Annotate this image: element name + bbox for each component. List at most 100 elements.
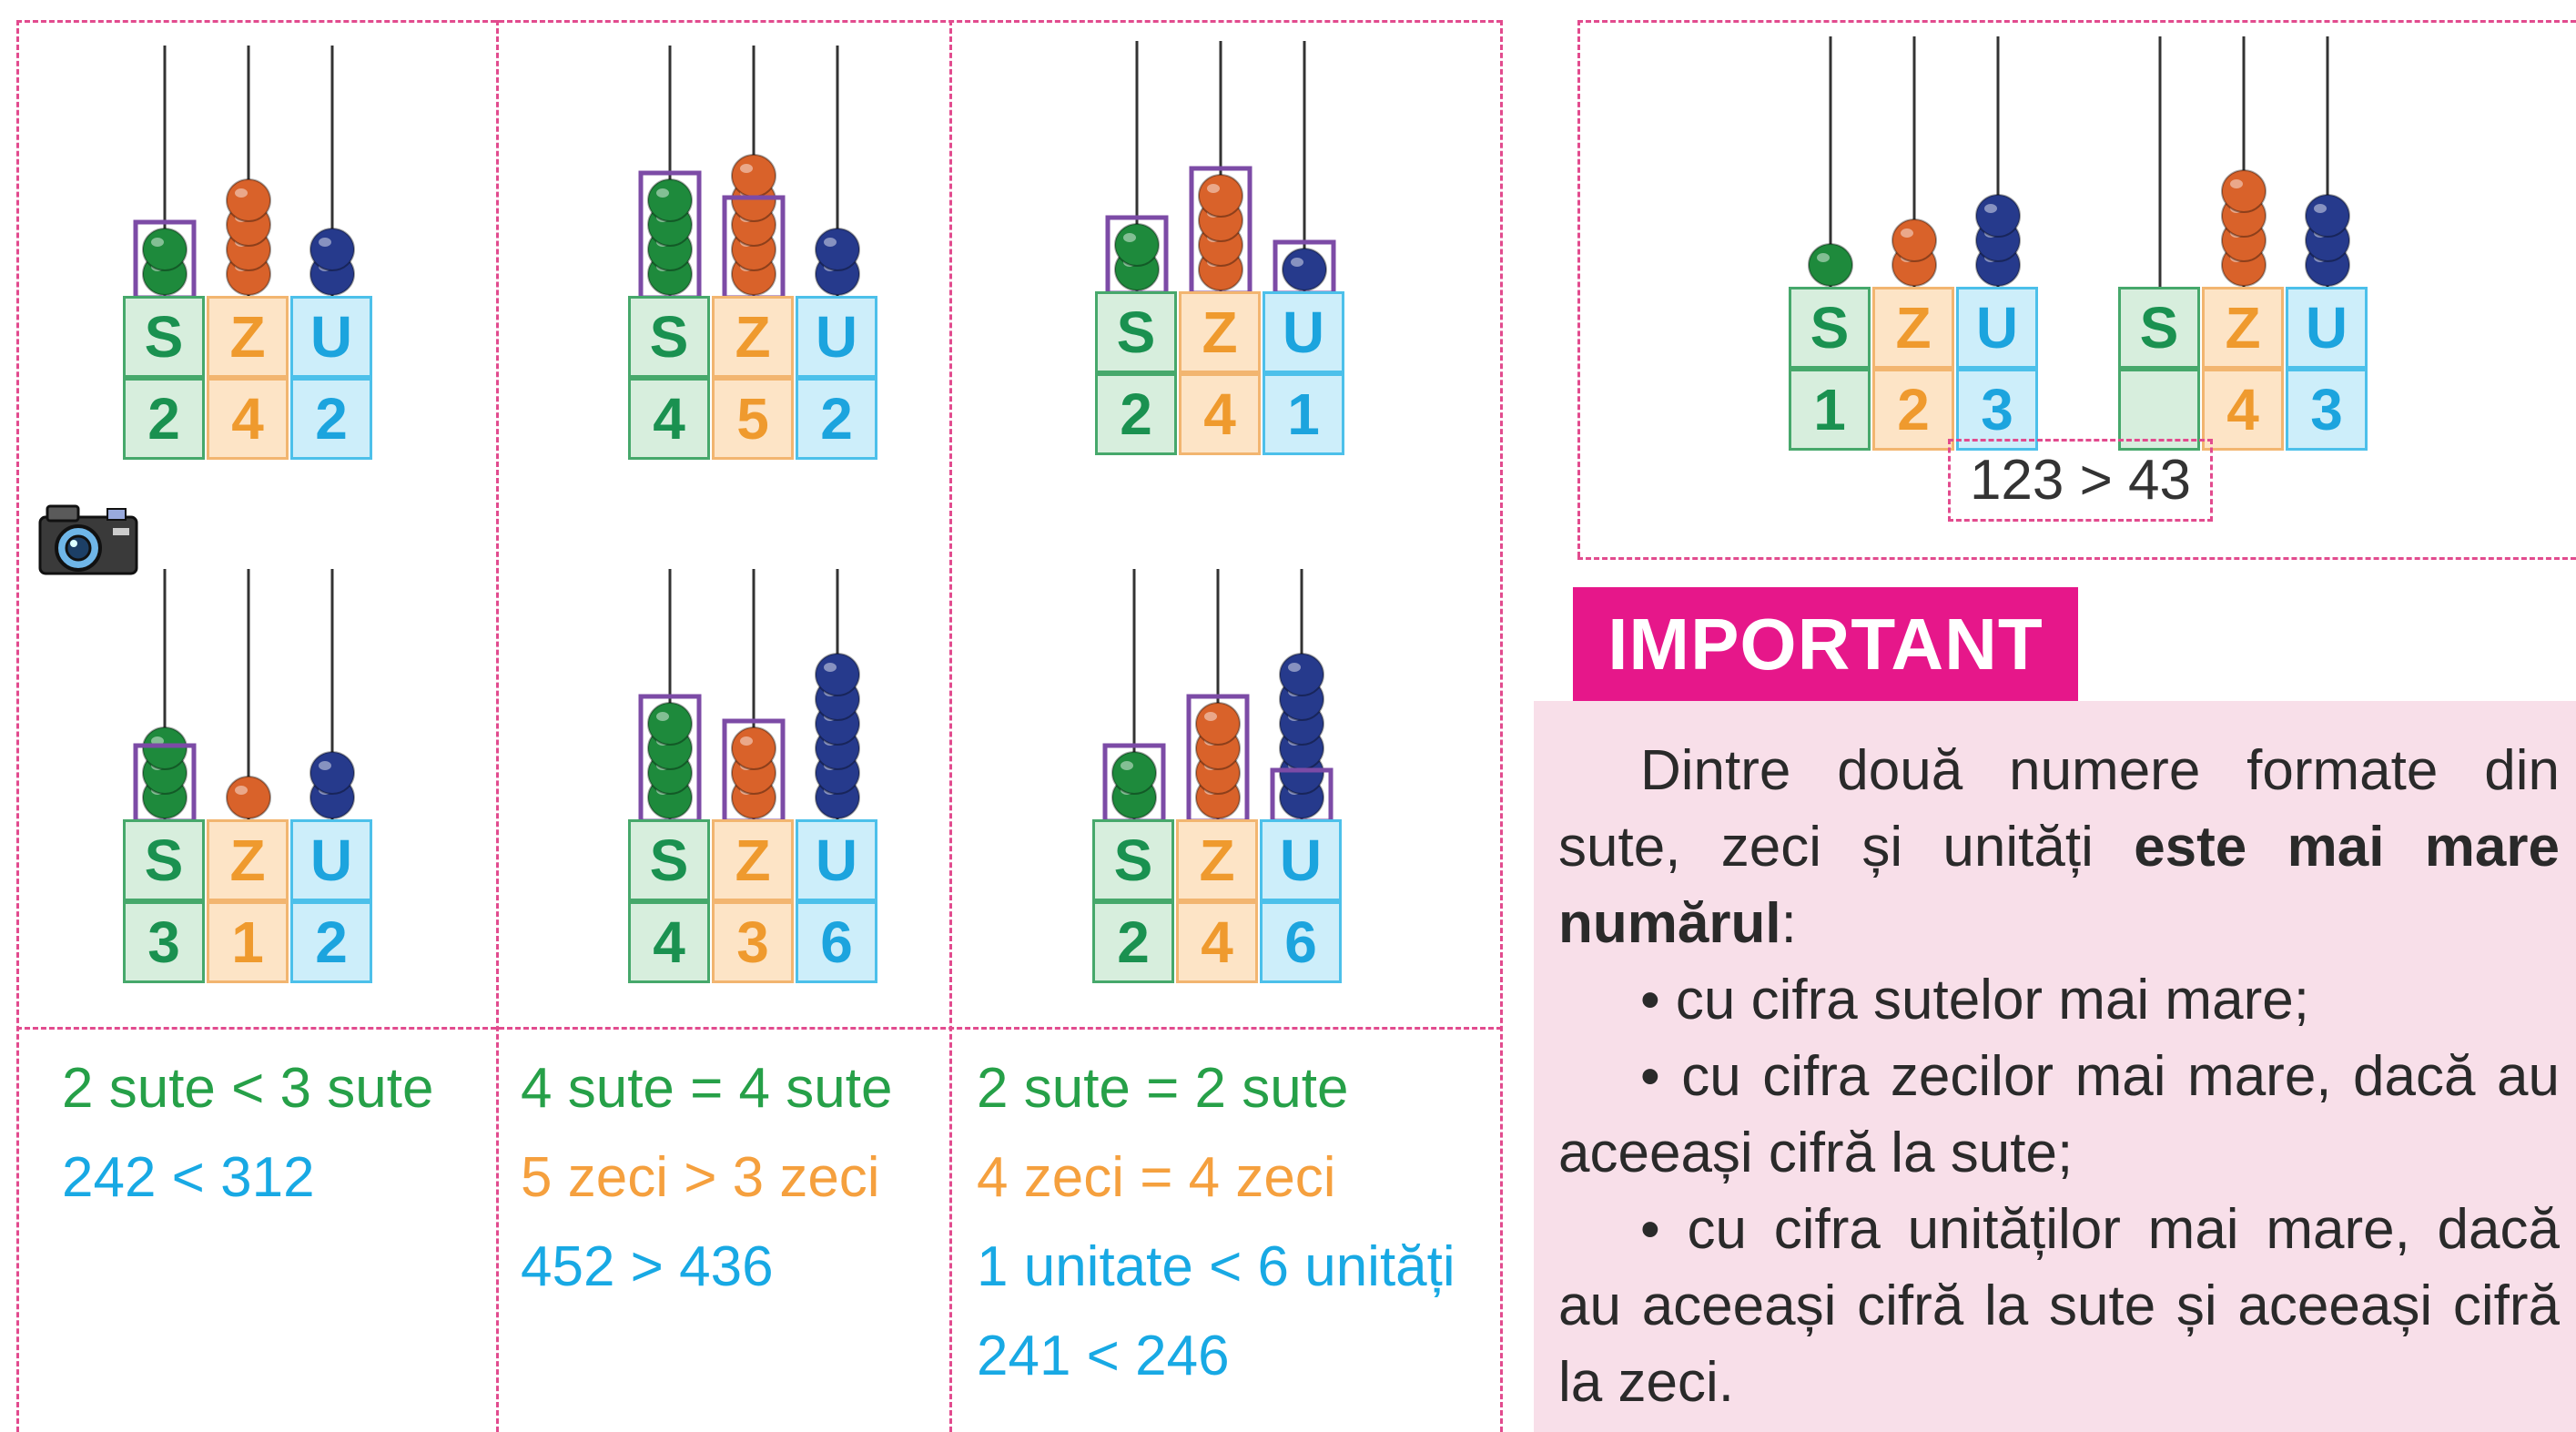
abacus-bead — [647, 702, 693, 746]
abacus-bead — [815, 653, 860, 696]
bead-highlight — [1207, 184, 1220, 193]
rule-bullet: • cu cifra zecilor mai mare, dacă au ace… — [1558, 1045, 2560, 1184]
bead-highlight — [656, 188, 669, 198]
comparison-text: 4 zeci = 4 zeci — [977, 1146, 1336, 1209]
digit-cell: 1 — [1263, 373, 1344, 455]
bead-highlight — [1817, 253, 1830, 262]
column-header: Z — [712, 296, 794, 378]
column-header: Z — [1872, 287, 1954, 369]
column-header: S — [1092, 819, 1174, 901]
bead-highlight — [824, 238, 837, 247]
comparison-text: 452 > 436 — [521, 1235, 774, 1298]
column-header: Z — [1176, 819, 1258, 901]
abacus-bead — [226, 776, 271, 819]
abacus-rods — [638, 569, 860, 824]
digit-cell: 4 — [628, 901, 710, 983]
comparison-text: 1 unitate < 6 unități — [977, 1235, 1455, 1298]
divider — [496, 20, 499, 1432]
digit-cell: 2 — [796, 378, 877, 460]
digit-cell: 2 — [290, 378, 372, 460]
column-header: U — [2286, 287, 2368, 369]
bead-highlight — [1288, 663, 1301, 672]
important-title: IMPORTANT — [1573, 587, 2078, 701]
bead-highlight — [1123, 233, 1136, 242]
abacus-rods — [1102, 569, 1334, 824]
digit-cell: 2 — [1095, 373, 1177, 455]
abacus-bead — [1111, 751, 1157, 795]
comparison-text: 2 sute = 2 sute — [977, 1057, 1349, 1120]
column-header: Z — [712, 819, 794, 901]
digit-cell: 4 — [1179, 373, 1261, 455]
column-header: Z — [207, 296, 289, 378]
divider — [1577, 20, 2576, 23]
comparison-text: 4 sute = 4 sute — [521, 1057, 893, 1120]
column-header: Z — [1179, 291, 1261, 373]
bead-highlight — [2230, 179, 2243, 188]
column-header: S — [123, 819, 205, 901]
abacus-bead — [1279, 653, 1324, 696]
abacus-bead — [647, 178, 693, 222]
bead-highlight — [740, 736, 753, 746]
digit-cell: 2 — [1092, 901, 1174, 983]
bead-highlight — [656, 712, 669, 721]
divider — [949, 20, 952, 1432]
abacus-bead — [226, 178, 271, 222]
column-header: U — [796, 819, 877, 901]
comparison-text: 242 < 312 — [62, 1146, 315, 1209]
abacus-bead — [309, 751, 355, 795]
divider — [1500, 20, 1503, 1432]
digit-cell: 3 — [1956, 369, 2038, 451]
abacus-bead — [731, 726, 776, 770]
abacus-bead — [2221, 169, 2267, 213]
abacus-bead — [1114, 223, 1160, 267]
example-comparison: 123 > 43 — [1948, 439, 2213, 522]
column-header: S — [123, 296, 205, 378]
rule-bullet: • cu cifra unităților mai mare, dacă au … — [1558, 1198, 2560, 1414]
abacus-rods — [133, 46, 355, 300]
column-header: U — [290, 296, 372, 378]
divider — [16, 1027, 1502, 1030]
bead-highlight — [740, 164, 753, 173]
rule-bullet: • cu cifra sutelor mai mare; — [1640, 969, 2309, 1031]
important-text: Dintre două numere formate din sute, zec… — [1558, 733, 2560, 1421]
abacus-bead — [1891, 218, 1937, 262]
abacus-bead — [2305, 194, 2350, 238]
comparison-text: 241 < 246 — [977, 1325, 1230, 1387]
column-header: S — [628, 819, 710, 901]
digit-cell: 3 — [123, 901, 205, 983]
bead-highlight — [151, 238, 164, 247]
column-header: U — [1263, 291, 1344, 373]
divider — [1577, 557, 2576, 560]
divider — [16, 20, 1502, 23]
digit-cell: 3 — [712, 901, 794, 983]
column-header: U — [1260, 819, 1342, 901]
divider — [16, 20, 19, 1432]
bead-highlight — [235, 786, 248, 795]
column-header: U — [290, 819, 372, 901]
abacus-rods — [1105, 41, 1336, 296]
digit-cell: 2 — [290, 901, 372, 983]
digit-cell: 2 — [1872, 369, 1954, 451]
abacus-bead — [1282, 248, 1327, 291]
digit-cell: 5 — [712, 378, 794, 460]
digit-cell: 4 — [628, 378, 710, 460]
abacus-bead — [309, 228, 355, 271]
abacus-bead — [1975, 194, 2021, 238]
digit-cell: 2 — [123, 378, 205, 460]
digit-cell: 4 — [1176, 901, 1258, 983]
divider — [1577, 20, 1580, 557]
abacus-rods — [638, 46, 860, 300]
column-header: Z — [207, 819, 289, 901]
rule-intro: Dintre două numere formate din sute, zec… — [1558, 739, 2560, 955]
abacus-bead — [815, 228, 860, 271]
camera-icon — [36, 501, 141, 578]
abacus-bead — [142, 228, 188, 271]
bead-highlight — [319, 238, 331, 247]
